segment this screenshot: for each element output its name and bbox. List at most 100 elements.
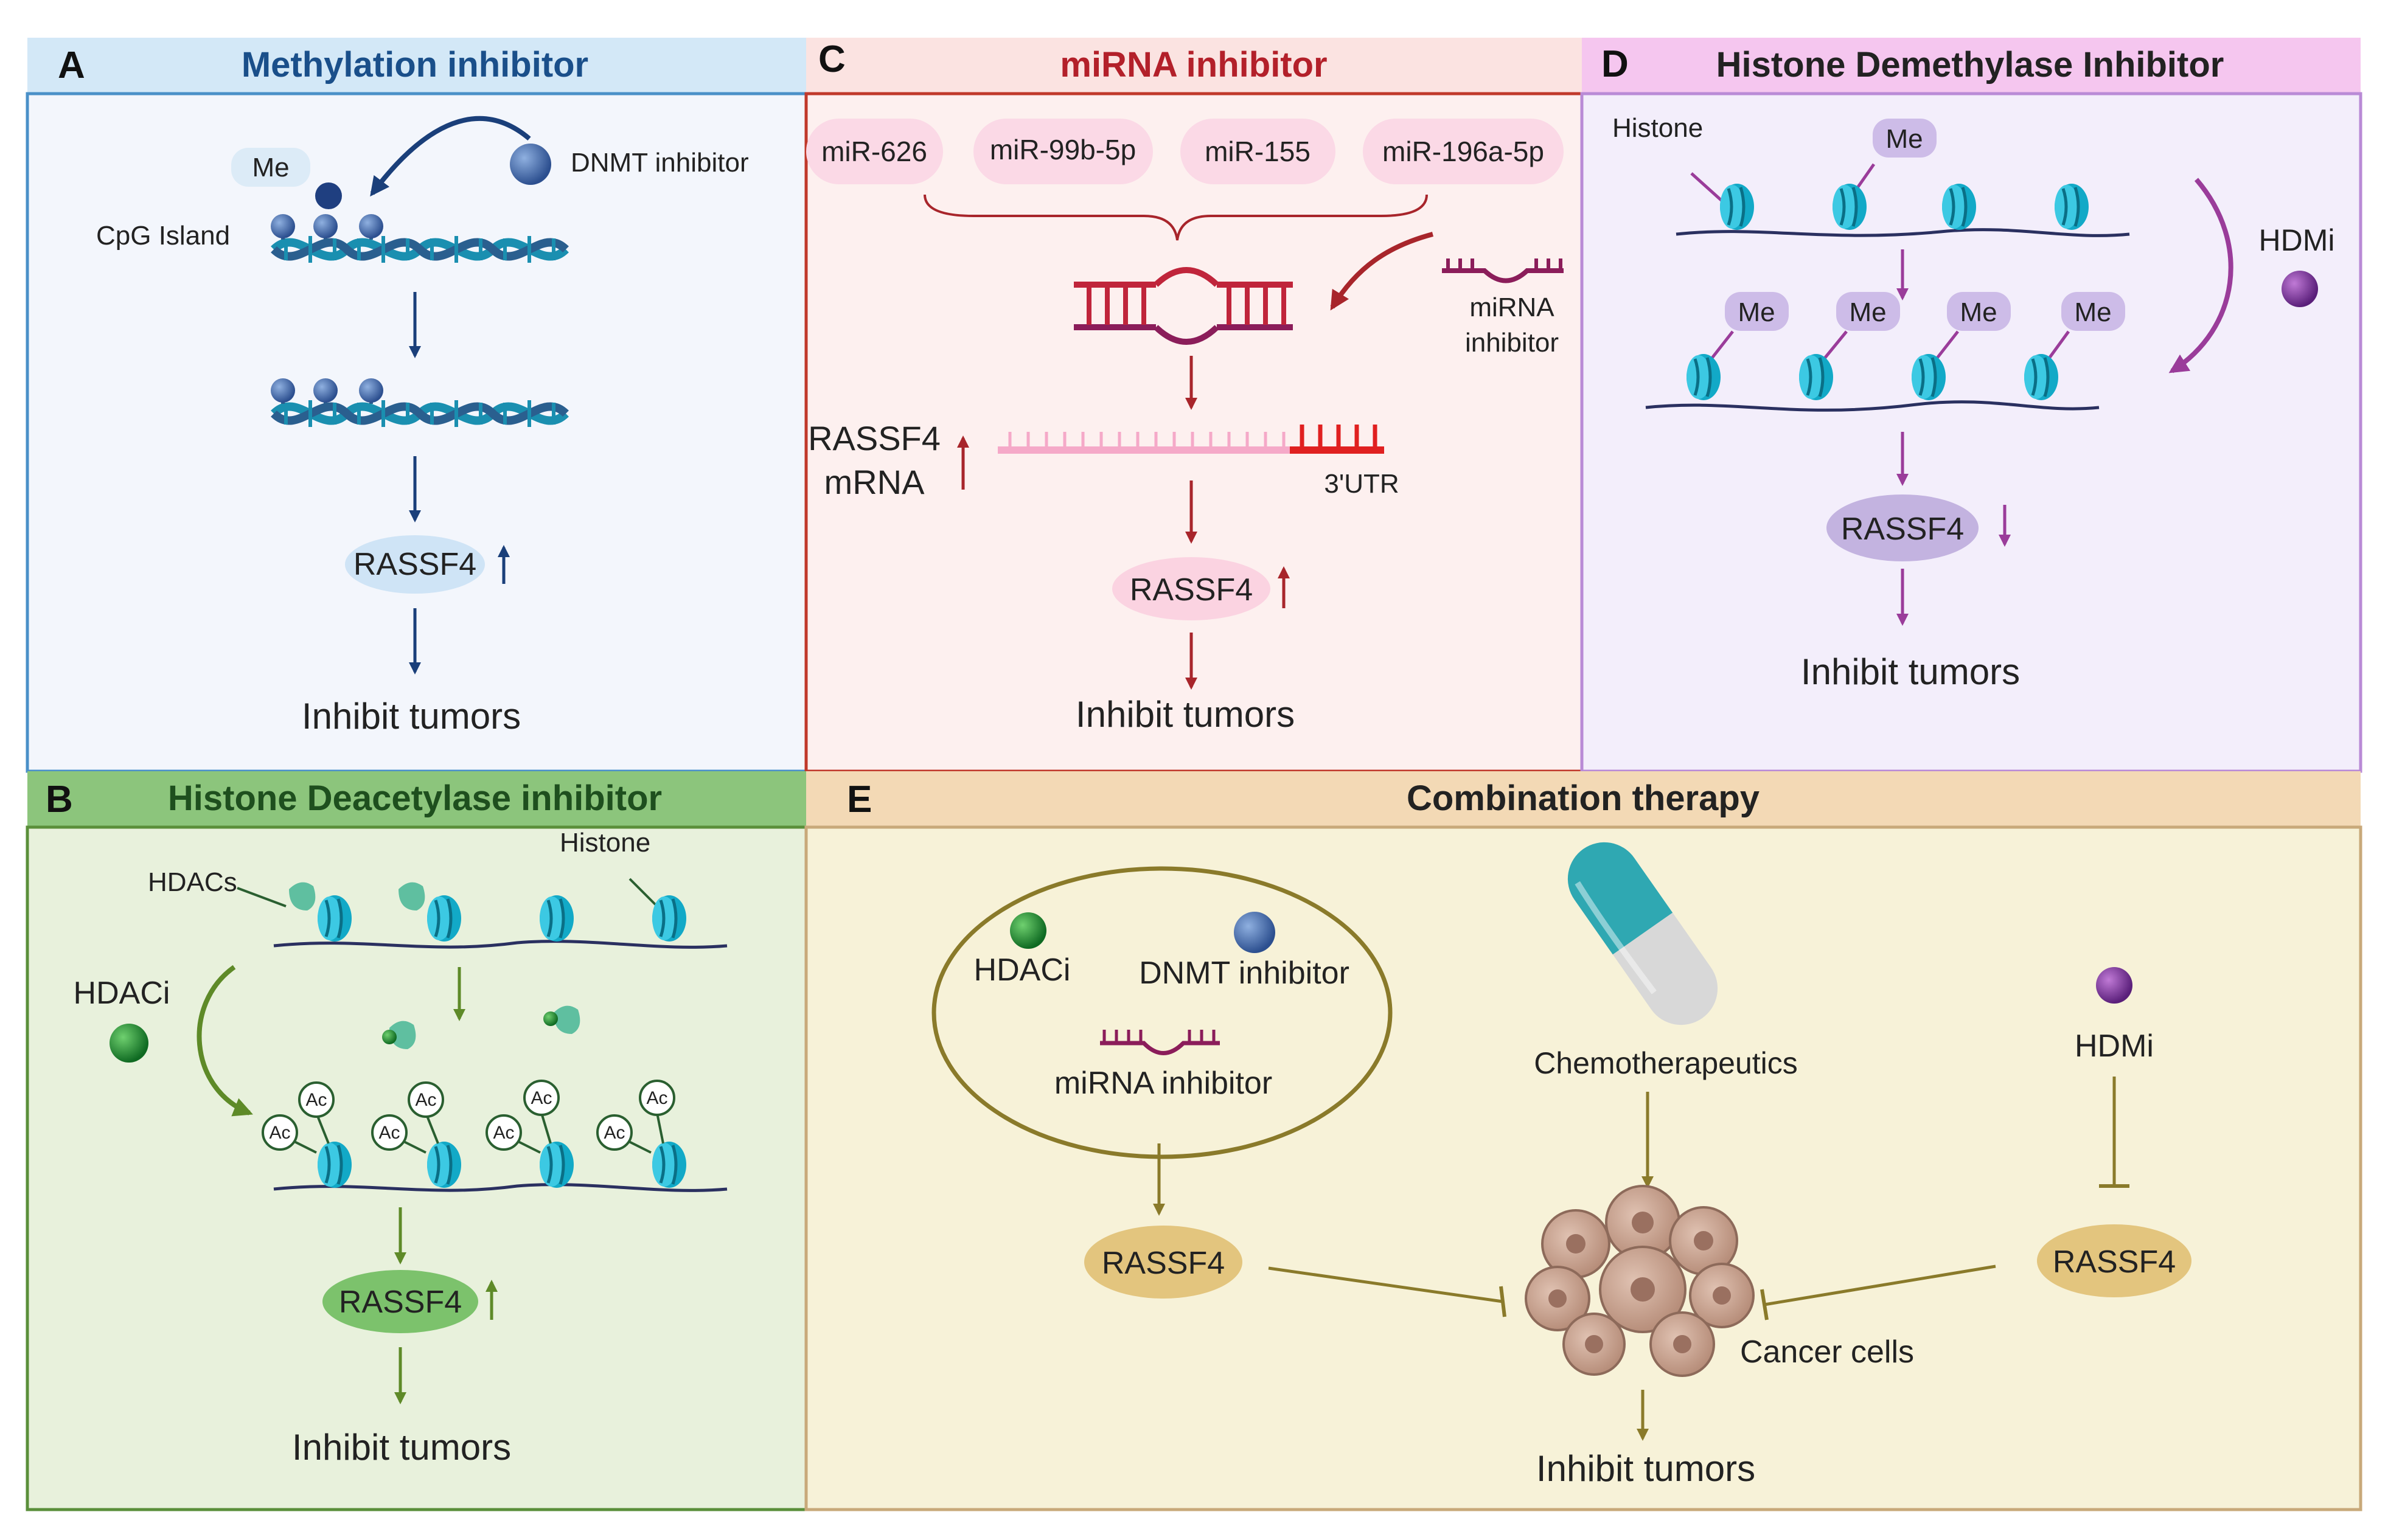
mirna-pill-4 xyxy=(1363,119,1564,184)
panel-b-body xyxy=(26,825,808,1511)
rassf4-label-b: RASSF4 xyxy=(339,1285,462,1320)
outcome-b: Inhibit tumors xyxy=(292,1427,511,1468)
panel-a-header xyxy=(27,38,806,94)
rassf4-node-e-right xyxy=(2037,1224,2191,1297)
ac-label-3: Ac xyxy=(415,1090,436,1110)
mirna-duplex xyxy=(1074,267,1293,345)
ac-circle-2 xyxy=(262,1114,298,1151)
mirna-pill-2 xyxy=(973,119,1153,184)
utr-label: 3'UTR xyxy=(1324,469,1399,499)
dnmt-molecule-e xyxy=(1234,912,1275,953)
outcome-e: Inhibit tumors xyxy=(1536,1448,1755,1489)
ac-label-7: Ac xyxy=(646,1088,667,1108)
panel-d-header xyxy=(1582,38,2361,94)
me-label-d1: Me xyxy=(1738,297,1775,327)
hdmi-label-e: HDMi xyxy=(2075,1028,2154,1064)
histone-label-b: Histone xyxy=(560,828,650,858)
hdmi-label-d: HDMi xyxy=(2259,223,2335,257)
mirna-label-4: miR-196a-5p xyxy=(1382,136,1544,167)
panel-e-body xyxy=(804,825,2362,1511)
rassf4-label-e-right: RASSF4 xyxy=(2053,1244,2176,1280)
mirna-inhibitor-strand xyxy=(1442,258,1564,283)
panel-e-letter: E xyxy=(847,779,872,820)
combination-ellipse xyxy=(931,866,1393,1159)
me-label-d4: Me xyxy=(2074,297,2111,327)
me-badge-d2 xyxy=(1836,292,1900,331)
panel-e-title: Combination therapy xyxy=(1407,779,1760,818)
rassf4-label-c: RASSF4 xyxy=(1130,572,1253,608)
inhibitor-binding-arrow xyxy=(1330,232,1434,311)
me-label-d3: Me xyxy=(1960,297,1997,327)
inhibit-line-right xyxy=(1764,1264,1996,1306)
inhibit-bar-left xyxy=(1499,1286,1506,1317)
ac-circle-4 xyxy=(371,1114,408,1151)
panel-b-letter: B xyxy=(46,779,73,820)
ac-circle-8 xyxy=(596,1114,633,1151)
panel-b-title: Histone Deacetylase inhibitor xyxy=(168,779,662,818)
dnmt-binding-arrow xyxy=(370,116,531,197)
dna-line-b2 xyxy=(273,1183,728,1192)
me-label-d2: Me xyxy=(1849,297,1886,327)
hdaci-label-e: HDACi xyxy=(974,952,1071,988)
me-badge-d1 xyxy=(1725,292,1789,331)
inhibited-hdacs xyxy=(382,1005,580,1049)
ac-circle-3 xyxy=(408,1081,444,1118)
outcome-c: Inhibit tumors xyxy=(1076,694,1295,735)
ac-label-5: Ac xyxy=(531,1088,552,1108)
mirna-label-2: miR-99b-5p xyxy=(990,134,1136,165)
nucleosome-row-d2 xyxy=(1687,330,2070,400)
panel-e-header xyxy=(806,771,2361,827)
mirna-inhibitor-label-2: inhibitor xyxy=(1465,328,1559,358)
inhibit-line-left xyxy=(1268,1266,1503,1303)
mirna-pill-1 xyxy=(806,119,943,184)
panel-a-letter: A xyxy=(58,44,85,86)
panel-e: E Combination therapy HDACi DNMT inhibit… xyxy=(804,771,2362,1511)
mirna-brace xyxy=(924,194,1428,241)
ac-label-2: Ac xyxy=(269,1123,290,1143)
rassf4-node-e-left xyxy=(1084,1226,1242,1299)
hdmi-arrow-d xyxy=(2168,178,2233,373)
mirna-pill-3 xyxy=(1180,119,1335,184)
inhibit-bar-right xyxy=(1760,1289,1769,1320)
acetyl-groups xyxy=(262,1080,675,1151)
dna-line-d2 xyxy=(1645,400,2100,412)
hdacs-label: HDACs xyxy=(148,867,237,897)
rassf4-node-c xyxy=(1112,557,1270,620)
panel-c-header xyxy=(806,38,1582,94)
acetyl-labels: Ac Ac Ac Ac Ac Ac Ac Ac xyxy=(269,1088,667,1143)
rassf4-mrna-label-2: mRNA xyxy=(824,463,925,501)
rassf4-node-d xyxy=(1826,494,1979,561)
me-badge-d4 xyxy=(2061,292,2125,331)
ac-circle-6 xyxy=(486,1114,522,1151)
ac-label-4: Ac xyxy=(378,1123,400,1143)
rassf4-node-b xyxy=(322,1270,478,1333)
dnmt-label-e: DNMT inhibitor xyxy=(1139,956,1349,991)
panel-c-letter: C xyxy=(818,38,846,80)
panel-c: C miRNA inhibitor miR-626 miR-99b-5p miR… xyxy=(804,38,1584,773)
rassf4-mrna-label-1: RASSF4 xyxy=(808,419,941,457)
rassf4-node-a xyxy=(345,535,485,594)
capsule-icon xyxy=(1567,842,1718,1025)
dna-line-d1 xyxy=(1676,228,2130,237)
panel-a-title: Methylation inhibitor xyxy=(242,45,588,85)
outcome-d: Inhibit tumors xyxy=(1801,651,2020,692)
panel-d-title: Histone Demethylase Inhibitor xyxy=(1716,45,2224,85)
nucleosome-row-b1 xyxy=(237,878,686,942)
hdmi-molecule-e xyxy=(2096,967,2132,1004)
nucleosome-row-d1 xyxy=(1690,163,2089,230)
me-badge xyxy=(231,148,310,187)
mirna-label-3: miR-155 xyxy=(1205,136,1311,167)
panel-d-letter: D xyxy=(1601,43,1629,85)
me-label-d0: Me xyxy=(1885,124,1923,154)
cancer-cells-label: Cancer cells xyxy=(1740,1334,1914,1370)
chemotherapeutics-label: Chemotherapeutics xyxy=(1534,1046,1798,1080)
hdaci-molecule-e xyxy=(1010,912,1046,949)
cpg-island-label: CpG Island xyxy=(96,221,230,251)
hdaci-label-b: HDACi xyxy=(74,976,170,1011)
dnmt-inhibitor-molecule xyxy=(510,144,551,185)
panel-a-body xyxy=(26,92,808,773)
hdaci-molecule-b xyxy=(110,1024,148,1063)
me-label: Me xyxy=(252,153,289,182)
histone-label-d: Histone xyxy=(1612,113,1703,143)
nucleosome-row-b2 xyxy=(279,1112,686,1188)
